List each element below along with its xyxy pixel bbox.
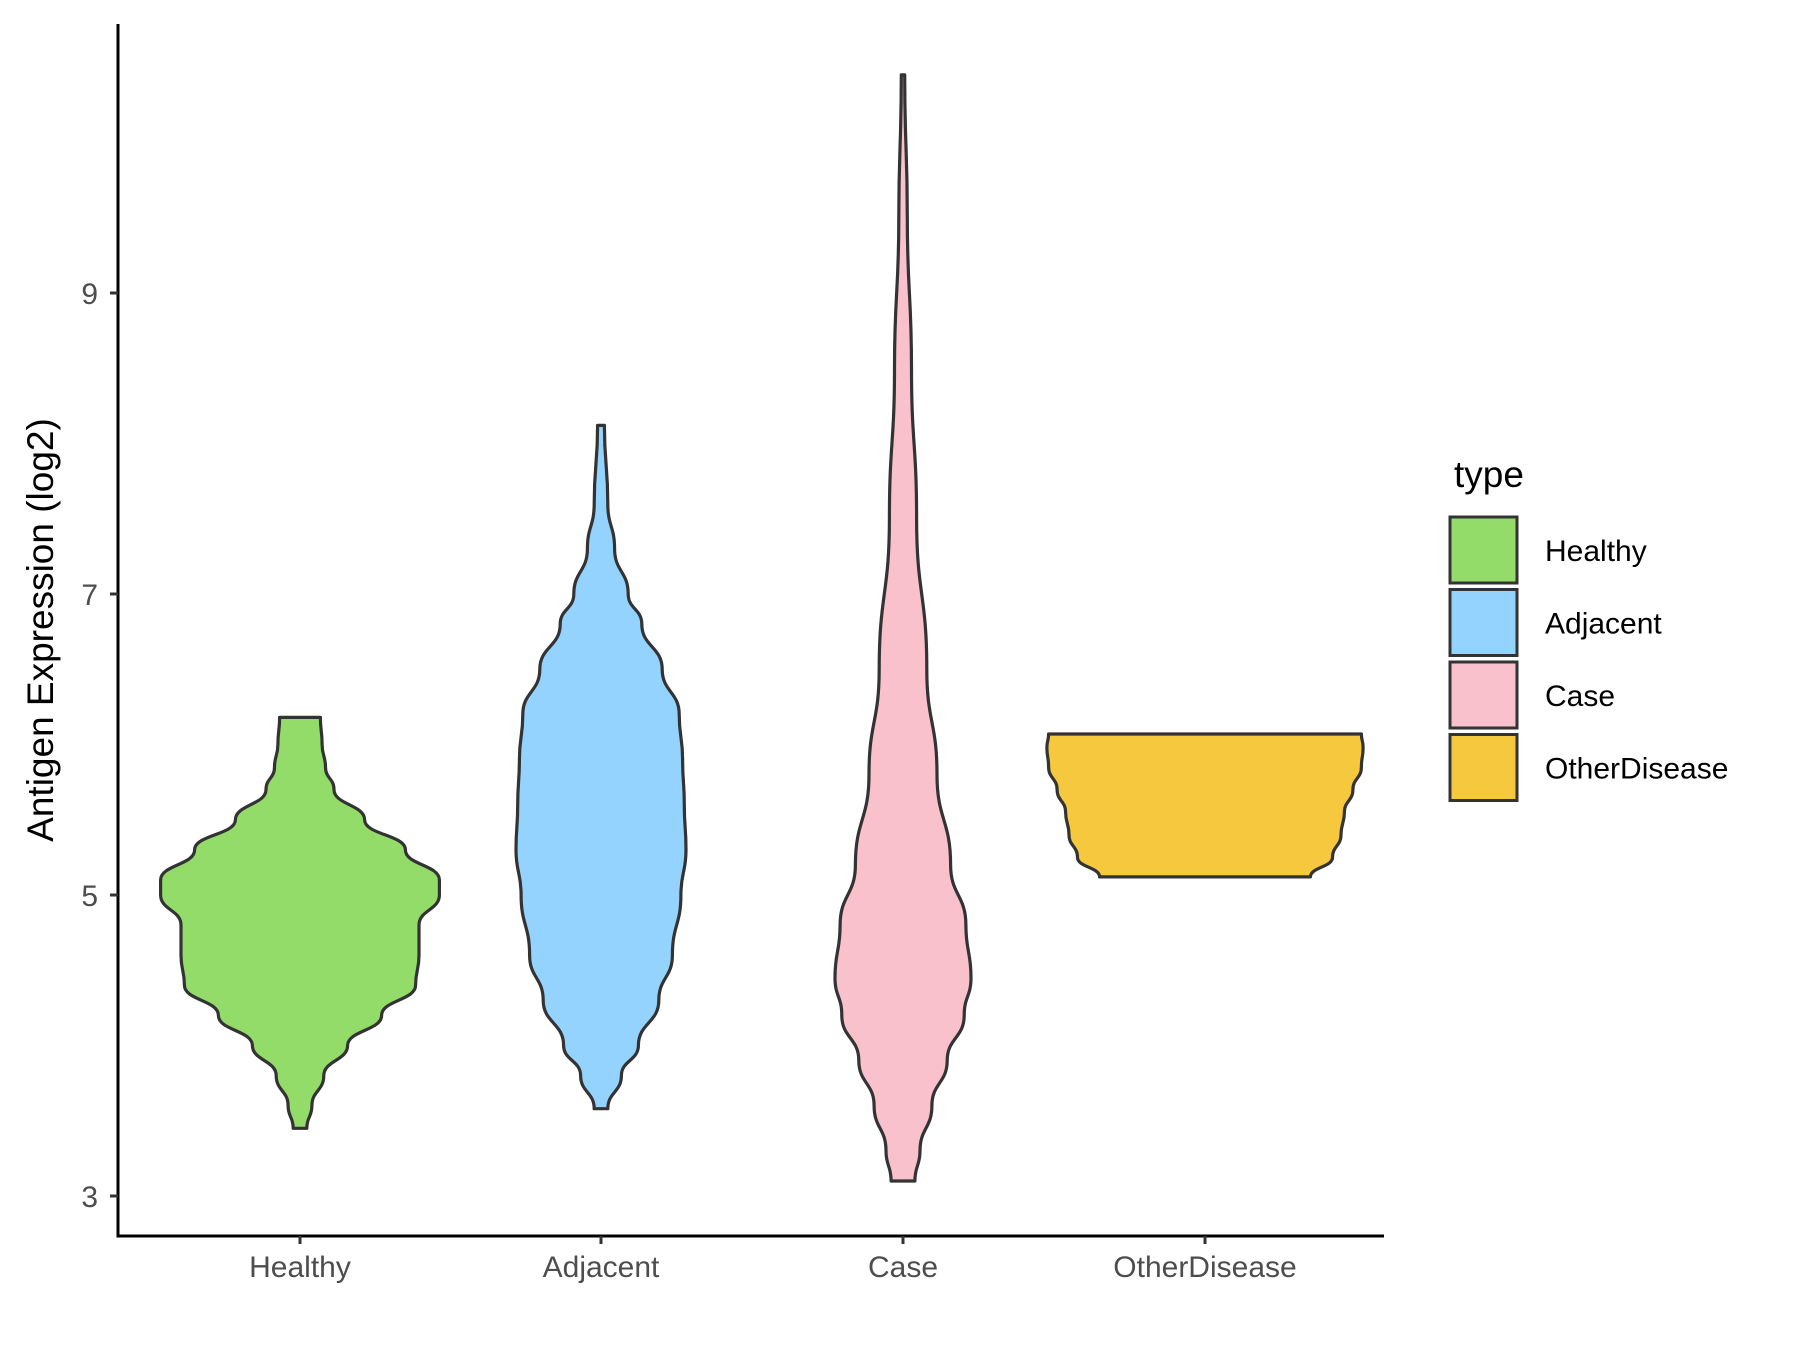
y-ticks: 3 5 7 9	[81, 278, 118, 1214]
violin-adjacent	[514, 423, 688, 1111]
x-tick-label: OtherDisease	[1113, 1251, 1296, 1284]
x-tick-label: Adjacent	[543, 1251, 660, 1284]
legend-swatch-otherdisease	[1448, 733, 1519, 802]
legend-label-case: Case	[1545, 680, 1615, 713]
violins-layer	[158, 73, 1365, 1183]
legend-label-adjacent: Adjacent	[1545, 608, 1662, 641]
legend-swatch-healthy	[1448, 515, 1519, 585]
legend-title: type	[1454, 454, 1524, 495]
legend-swatch-case	[1448, 660, 1519, 730]
violin-healthy	[158, 715, 441, 1130]
violin-otherdisease	[1045, 732, 1365, 879]
x-tick-label: Healthy	[249, 1251, 351, 1284]
legend-label-healthy: Healthy	[1545, 535, 1647, 568]
y-tick-label: 7	[81, 579, 98, 612]
y-tick-label: 9	[81, 278, 98, 311]
y-axis-title: Antigen Expression (log2)	[20, 418, 61, 842]
legend-label-otherdisease: OtherDisease	[1545, 753, 1728, 786]
y-tick-label: 5	[81, 880, 98, 913]
x-tick-label: Case	[868, 1251, 938, 1284]
legend-swatch-adjacent	[1448, 588, 1519, 657]
violin-case	[833, 73, 973, 1183]
y-tick-label: 3	[81, 1181, 98, 1214]
axes-layer	[116, 24, 1384, 1238]
x-ticks: Healthy Adjacent Case OtherDisease	[249, 1236, 1297, 1284]
